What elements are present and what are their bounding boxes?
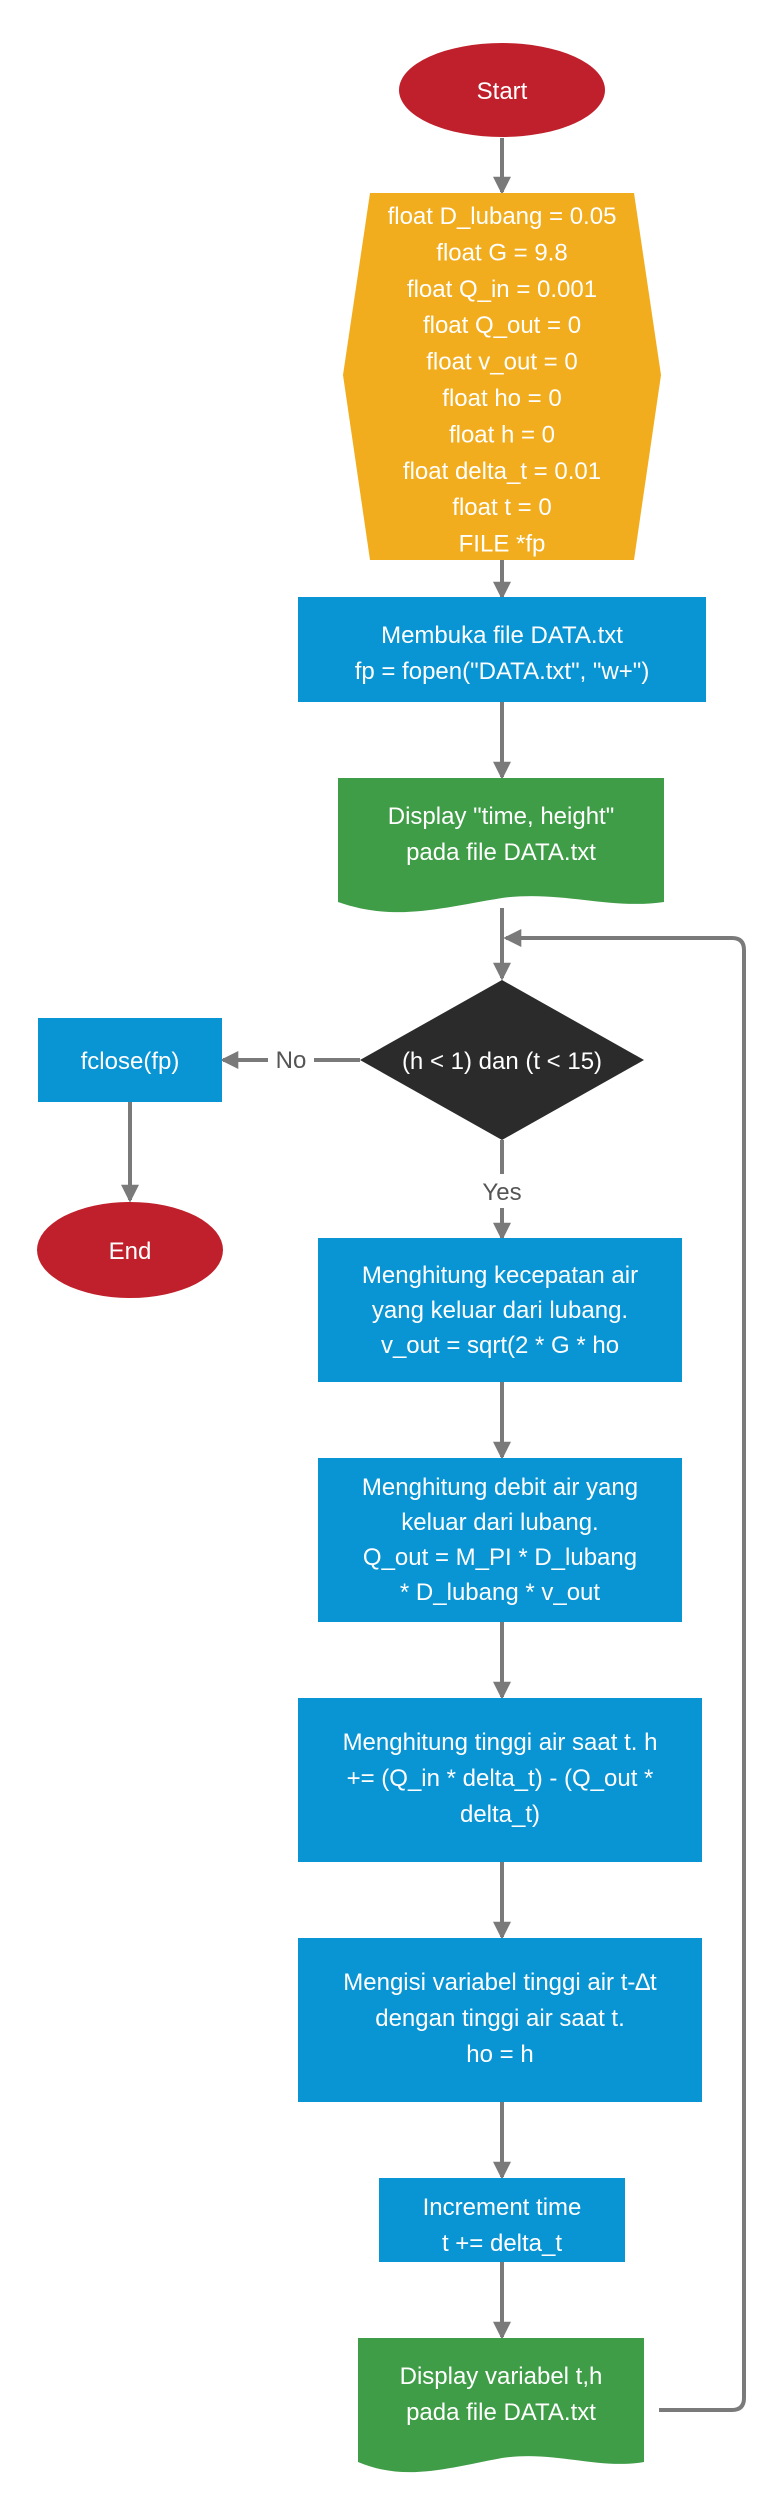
increment-text-line: Increment time (423, 2194, 582, 2221)
height-text: Menghitung tinggi air saat t. h += (Q_in … (343, 1729, 658, 1828)
decision-shape (360, 980, 644, 1140)
fclose-label: fclose(fp) (81, 1048, 180, 1075)
open-file-text-line: fp = fopen("DATA.txt", "w+") (355, 658, 650, 685)
store-text-line: Mengisi variabel tinggi air t-∆t (343, 1969, 657, 1996)
open-file-shape (298, 597, 706, 702)
store-text-line: dengan tinggi air saat t. (375, 2005, 625, 2032)
start-terminal: Start (399, 43, 605, 137)
height-text-line: Menghitung tinggi air saat t. h (343, 1729, 658, 1756)
display-th-shape (358, 2338, 644, 2473)
fclose-shape (38, 1018, 222, 1102)
no-label-bg (268, 1044, 314, 1076)
open-file-node: Membuka file DATA.txt fp = fopen("DATA.tx… (298, 597, 706, 702)
display-header-text-line: Display "time, height" (388, 803, 614, 830)
end-shape (37, 1202, 223, 1298)
display-th-node: Display variabel t,h pada file DATA.txt (358, 2338, 644, 2473)
start-label: Start (477, 78, 528, 105)
init-text-line: float v_out = 0 (426, 349, 577, 376)
store-node: Mengisi variabel tinggi air t-∆t dengan t… (298, 1938, 702, 2102)
decision-node: (h < 1) dan (t < 15) (360, 980, 644, 1140)
init-text-line: float t = 0 (452, 494, 551, 521)
init-variables-node: float D_lubang = 0.05 float G = 9.8 float … (343, 193, 661, 560)
edge-loop-back (503, 929, 746, 2412)
store-shape (298, 1938, 702, 2102)
init-text-line: float Q_out = 0 (423, 312, 581, 339)
open-file-text-line: Membuka file DATA.txt (381, 622, 623, 649)
debit-text-line: keluar dari lubang. (401, 1509, 598, 1536)
open-file-text: Membuka file DATA.txt fp = fopen("DATA.tx… (355, 622, 650, 685)
debit-text-line: Q_out = M_PI * D_lubang (363, 1544, 637, 1571)
init-text-line: float G = 9.8 (436, 239, 567, 266)
velocity-text: Menghitung kecepatan air yang keluar dari… (362, 1262, 638, 1359)
init-text: float D_lubang = 0.05 float G = 9.8 float … (388, 203, 617, 558)
display-th-text-line: pada file DATA.txt (406, 2399, 596, 2426)
velocity-text-line: v_out = sqrt(2 * G * ho (381, 1332, 619, 1359)
init-text-line: float D_lubang = 0.05 (388, 203, 617, 230)
height-node: Menghitung tinggi air saat t. h += (Q_in … (298, 1698, 702, 1862)
edge-label-no: No (276, 1047, 307, 1074)
velocity-shape (318, 1238, 682, 1382)
velocity-text-line: Menghitung kecepatan air (362, 1262, 638, 1289)
init-text-line: float delta_t = 0.01 (403, 458, 601, 485)
decision-label: (h < 1) dan (t < 15) (402, 1048, 602, 1075)
debit-shape (318, 1458, 682, 1622)
increment-shape (379, 2178, 625, 2262)
init-text-line: float ho = 0 (442, 385, 561, 412)
start-shape (399, 43, 605, 137)
end-terminal: End (37, 1202, 223, 1298)
display-th-text: Display variabel t,h pada file DATA.txt (400, 2363, 603, 2426)
init-shape (343, 193, 661, 560)
end-label: End (109, 1238, 152, 1265)
yes-label-bg (474, 1174, 530, 1208)
display-header-shape (338, 778, 664, 913)
increment-text-line: t += delta_t (442, 2230, 562, 2257)
velocity-text-line: yang keluar dari lubang. (372, 1297, 628, 1324)
store-text-line: ho = h (466, 2041, 533, 2068)
height-text-line: delta_t) (460, 1801, 540, 1828)
fclose-node: fclose(fp) (38, 1018, 222, 1102)
height-shape (298, 1698, 702, 1862)
display-header-text: Display "time, height" pada file DATA.txt (388, 803, 614, 866)
increment-text: Increment time t += delta_t (423, 2194, 582, 2257)
display-header-node: Display "time, height" pada file DATA.txt (338, 778, 664, 913)
edge-label-yes: Yes (482, 1179, 521, 1206)
debit-node: Menghitung debit air yang keluar dari lub… (318, 1458, 682, 1622)
store-text: Mengisi variabel tinggi air t-∆t dengan t… (343, 1969, 657, 2068)
height-text-line: += (Q_in * delta_t) - (Q_out * (347, 1765, 654, 1792)
debit-text-line: Menghitung debit air yang (362, 1474, 638, 1501)
init-text-line: float h = 0 (449, 421, 555, 448)
debit-text: Menghitung debit air yang keluar dari lub… (362, 1474, 638, 1606)
display-header-text-line: pada file DATA.txt (406, 839, 596, 866)
display-th-text-line: Display variabel t,h (400, 2363, 603, 2390)
debit-text-line: * D_lubang * v_out (400, 1579, 600, 1606)
velocity-node: Menghitung kecepatan air yang keluar dari… (318, 1238, 682, 1382)
init-text-line: float Q_in = 0.001 (407, 276, 597, 303)
init-text-line: FILE *fp (459, 531, 546, 558)
increment-node: Increment time t += delta_t (379, 2178, 625, 2262)
